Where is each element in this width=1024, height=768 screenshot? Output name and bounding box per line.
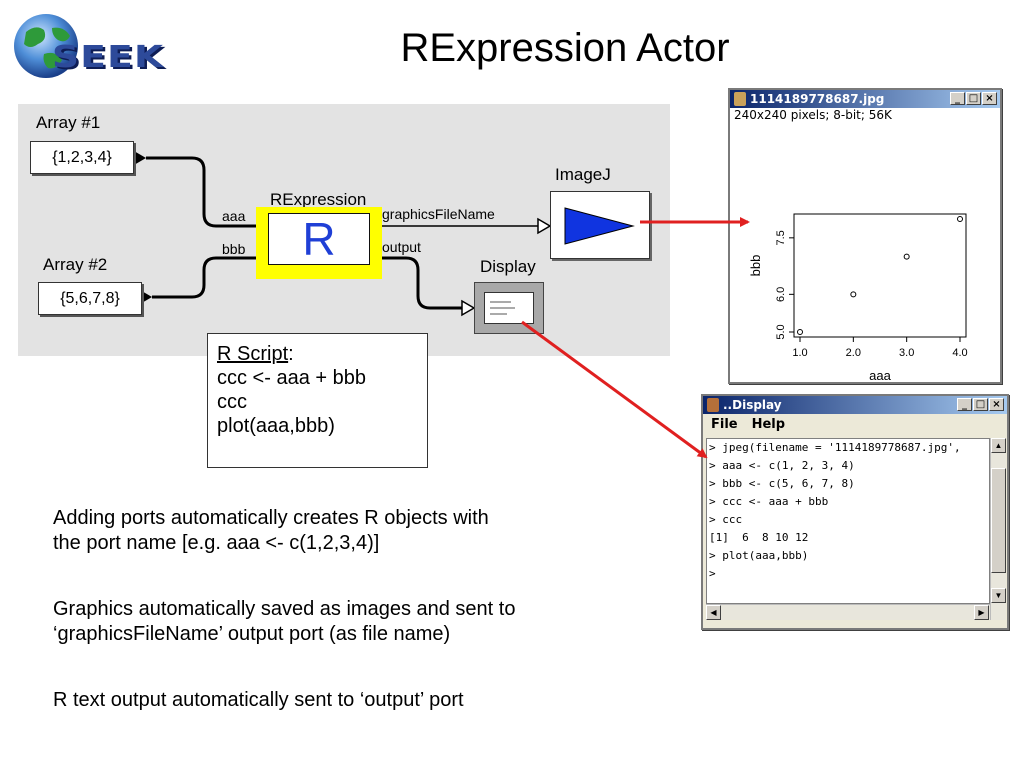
rexpression-actor[interactable]: R bbox=[268, 213, 370, 265]
port-bbb-label: bbb bbox=[222, 241, 246, 257]
horizontal-scrollbar[interactable]: ◀ ▶ bbox=[706, 604, 990, 620]
paragraph-line: Adding ports automatically creates R obj… bbox=[53, 507, 489, 529]
y-axis-label: bbb bbox=[748, 255, 763, 277]
rscript-line: plot(aaa,bbb) bbox=[217, 415, 335, 437]
rscript-heading: R Script bbox=[217, 343, 289, 365]
scatter-plot: 1.0 2.0 3.0 4.0 5.0 6.0 7.5 aaa bbb bbox=[748, 213, 968, 383]
scroll-right-icon[interactable]: ▶ bbox=[974, 605, 989, 620]
vertical-scrollbar[interactable]: ▲ ▼ bbox=[990, 438, 1006, 620]
imagej-window: 1114189778687.jpg _ □ × 240x240 pixels; … bbox=[728, 88, 1002, 384]
data-point bbox=[850, 291, 857, 298]
app-icon bbox=[707, 398, 719, 412]
data-point bbox=[903, 253, 910, 260]
scroll-down-icon[interactable]: ▼ bbox=[991, 588, 1006, 603]
scroll-up-icon[interactable]: ▲ bbox=[991, 438, 1006, 453]
play-triangle-icon bbox=[564, 207, 635, 245]
minimize-button[interactable]: _ bbox=[950, 92, 965, 105]
y-tick-label: 7.5 bbox=[775, 230, 787, 245]
y-tick-label: 5.0 bbox=[775, 324, 787, 339]
console-line: > ccc bbox=[709, 513, 743, 526]
console-line: > bbb <- c(5, 6, 7, 8) bbox=[709, 477, 855, 490]
console-line: > plot(aaa,bbb) bbox=[709, 549, 809, 562]
close-button[interactable]: × bbox=[982, 92, 997, 105]
imagej-label: ImageJ bbox=[555, 165, 611, 184]
paragraph-line: Graphics automatically saved as images a… bbox=[53, 598, 516, 620]
rscript-box: R Script: ccc <- aaa + bbb ccc plot(aaa,… bbox=[207, 333, 428, 468]
port-imagej-in bbox=[537, 217, 552, 235]
console-line: > jpeg(filename = '1114189778687.jpg', bbox=[709, 441, 961, 454]
globe-icon bbox=[14, 14, 78, 78]
minimize-button[interactable]: _ bbox=[957, 398, 972, 411]
scroll-thumb[interactable] bbox=[991, 468, 1006, 573]
display-label: Display bbox=[480, 257, 536, 276]
microscope-icon bbox=[734, 92, 746, 106]
x-axis-label: aaa bbox=[869, 368, 891, 380]
array1-box[interactable]: {1,2,3,4} bbox=[30, 141, 134, 174]
seek-logo bbox=[8, 10, 178, 84]
logo-text: SEEK bbox=[52, 40, 165, 75]
port-array1-out bbox=[134, 151, 146, 165]
paragraph-output: R text output automatically sent to ‘out… bbox=[53, 688, 673, 713]
port-aaa-label: aaa bbox=[222, 208, 246, 224]
display-titlebar[interactable]: ..Display _ □ × bbox=[703, 396, 1007, 414]
console-output[interactable]: > jpeg(filename = '1114189778687.jpg', >… bbox=[706, 438, 990, 604]
close-button[interactable]: × bbox=[989, 398, 1004, 411]
paragraph-line: R text output automatically sent to ‘out… bbox=[53, 689, 464, 711]
menu-bar: File Help bbox=[703, 414, 1007, 434]
x-tick-label: 3.0 bbox=[899, 347, 914, 359]
display-window-title: ..Display bbox=[723, 398, 782, 412]
console-line: > ccc <- aaa + bbb bbox=[709, 495, 829, 508]
x-tick-label: 4.0 bbox=[952, 347, 967, 359]
port-output-label: output bbox=[382, 239, 421, 255]
rexpression-label: RExpression bbox=[270, 190, 367, 209]
link-output-display bbox=[378, 256, 466, 310]
image-info: 240x240 pixels; 8-bit; 56K bbox=[730, 108, 1000, 122]
array2-box[interactable]: {5,6,7,8} bbox=[38, 282, 142, 315]
paragraph-line: the port name [e.g. aaa <- c(1,2,3,4)] bbox=[53, 532, 380, 554]
data-point bbox=[797, 329, 803, 335]
display-screen-icon bbox=[484, 292, 534, 324]
link-array2-bbb bbox=[152, 256, 258, 299]
paragraph-ports: Adding ports automatically creates R obj… bbox=[53, 506, 673, 556]
plot-frame bbox=[793, 213, 967, 338]
menu-file[interactable]: File bbox=[711, 416, 738, 432]
maximize-button[interactable]: □ bbox=[973, 398, 988, 411]
scroll-left-icon[interactable]: ◀ bbox=[706, 605, 721, 620]
imagej-window-title: 1114189778687.jpg bbox=[750, 92, 885, 106]
display-window: ..Display _ □ × File Help > jpeg(filenam… bbox=[701, 394, 1009, 630]
slide-title: RExpression Actor bbox=[400, 26, 730, 70]
rscript-heading-colon: : bbox=[288, 343, 294, 365]
port-display-in bbox=[461, 299, 476, 317]
console-line: > bbox=[709, 567, 716, 580]
y-tick-label: 6.0 bbox=[775, 287, 787, 302]
x-tick-label: 1.0 bbox=[792, 347, 807, 359]
link-array1-aaa bbox=[146, 156, 258, 228]
array2-label: Array #2 bbox=[43, 255, 108, 274]
console-line: > aaa <- c(1, 2, 3, 4) bbox=[709, 459, 855, 472]
menu-help[interactable]: Help bbox=[751, 416, 786, 432]
imagej-actor[interactable] bbox=[550, 191, 650, 259]
x-tick-label: 2.0 bbox=[846, 347, 861, 359]
maximize-button[interactable]: □ bbox=[966, 92, 981, 105]
paragraph-graphics: Graphics automatically saved as images a… bbox=[53, 597, 673, 647]
imagej-titlebar[interactable]: 1114189778687.jpg _ □ × bbox=[730, 90, 1000, 108]
port-array2-out bbox=[140, 290, 152, 304]
rscript-line: ccc <- aaa + bbb bbox=[217, 367, 366, 389]
data-point bbox=[957, 216, 963, 222]
paragraph-line: ‘graphicsFileName’ output port (as file … bbox=[53, 623, 451, 645]
rscript-line: ccc bbox=[217, 391, 247, 413]
array1-label: Array #1 bbox=[36, 113, 101, 132]
console-line: [1] 6 8 10 12 bbox=[709, 531, 809, 544]
port-graphics-label: graphicsFileName bbox=[382, 206, 495, 222]
